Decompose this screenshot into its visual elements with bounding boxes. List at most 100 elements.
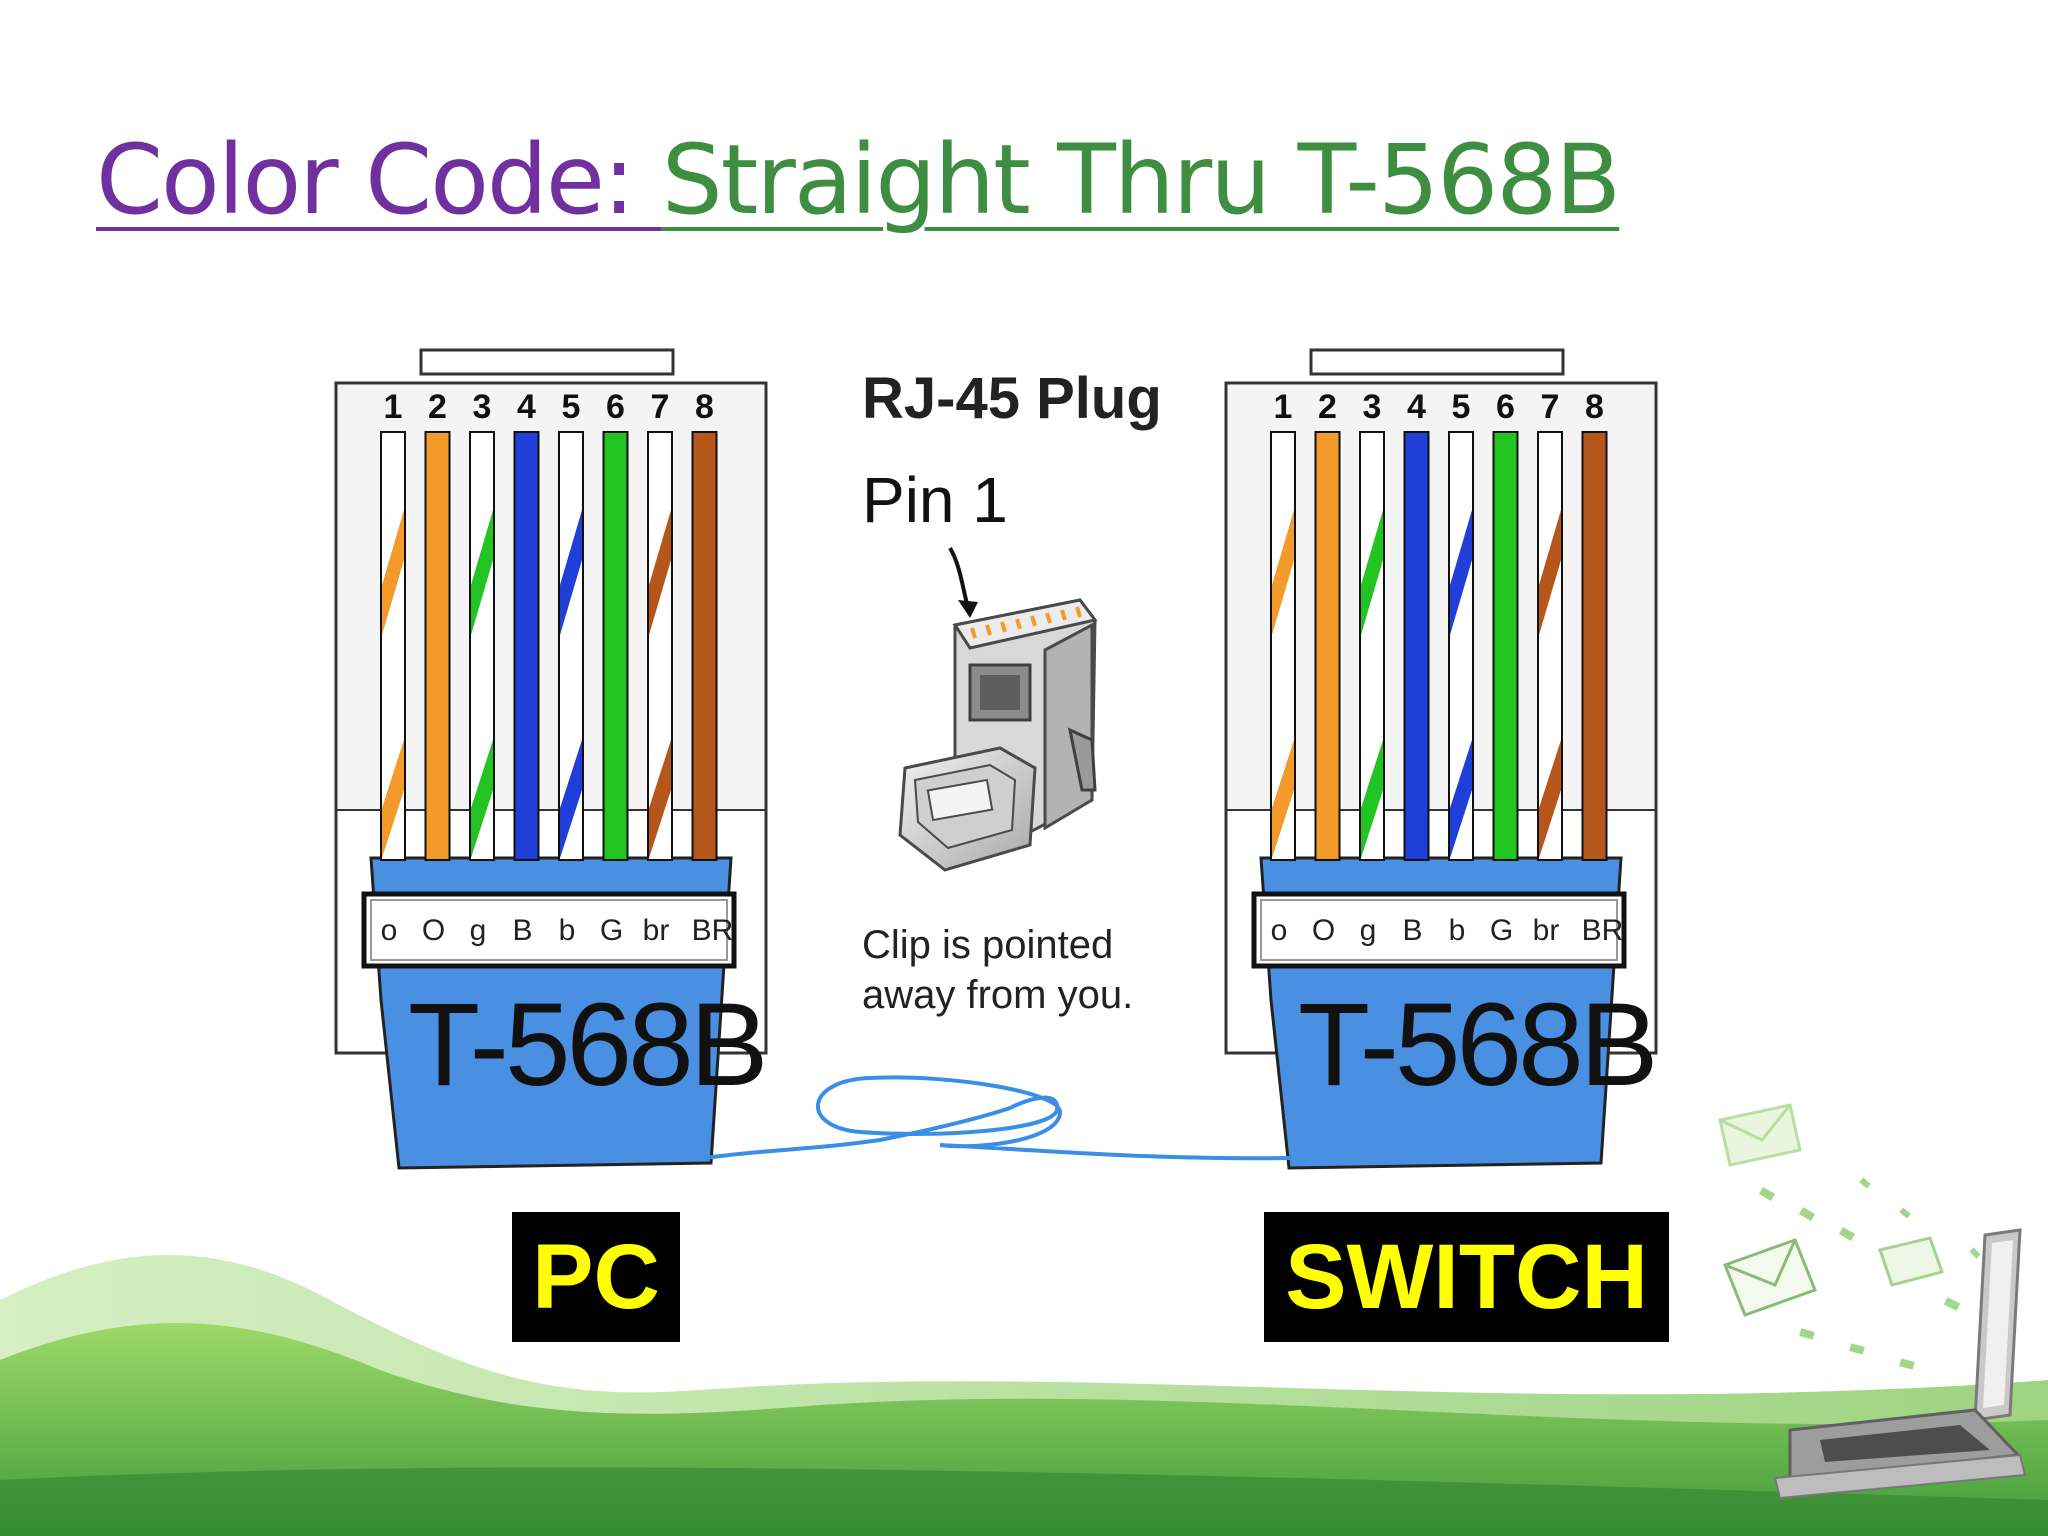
pin-number: 4: [1407, 388, 1426, 426]
wire-body: [602, 431, 629, 861]
wire-stripe: [649, 510, 671, 635]
wire-body: [1492, 431, 1519, 861]
wire-5: 5: [558, 388, 584, 861]
wire-stripe: [560, 740, 582, 858]
pin-number: 3: [473, 388, 492, 426]
wire-4: 4: [513, 388, 540, 861]
standard-label: T-568B: [1298, 979, 1654, 1111]
pin-number: 3: [1363, 388, 1382, 426]
pin1-arrowhead: [958, 600, 978, 618]
wire-stripe: [560, 510, 582, 635]
pin-number: 7: [651, 388, 670, 426]
wire-code: br: [643, 914, 670, 947]
switch-label: SWITCH: [1264, 1212, 1669, 1342]
wire-stripe: [382, 740, 404, 858]
wire-stripe: [382, 510, 404, 635]
wire-code: g: [470, 914, 487, 947]
wire-body: [691, 431, 718, 861]
wire-code-strip-inner: [370, 899, 728, 961]
wire-code: o: [381, 914, 398, 947]
wire-code: G: [1490, 914, 1513, 947]
pc-label: PC: [512, 1212, 680, 1342]
background-wave: [0, 1255, 2048, 1536]
wire-7: 7: [1537, 388, 1563, 861]
wire-code: B: [1402, 914, 1422, 947]
wire-stripe: [1272, 740, 1294, 858]
pin-number: 5: [562, 388, 581, 426]
rj45-plug-illustration: RJ-45 Plug Pin 1 Clip is pointed away fr…: [862, 366, 1162, 1017]
wire-2: 2: [1314, 388, 1341, 861]
pin-number: 5: [1452, 388, 1471, 426]
laptop-icon: [1718, 1103, 2027, 1500]
wire-code: g: [1360, 914, 1377, 947]
wire-code: o: [1271, 914, 1288, 947]
wire-8: 8: [1581, 388, 1608, 861]
pin1-arrow: [948, 546, 970, 609]
wire-code: B: [512, 914, 532, 947]
wire-code: b: [559, 914, 576, 947]
cable-loop: [703, 1075, 1292, 1161]
wire-6: 6: [1492, 388, 1519, 861]
wire-stripe: [1539, 510, 1561, 635]
pin-number: 4: [517, 388, 536, 426]
wire-stripe: [471, 740, 493, 858]
wire-code-strip-inner: [1260, 899, 1618, 961]
wire-stripe: [1361, 740, 1383, 858]
wire-1: 1: [380, 388, 406, 861]
wire-code: BR: [1582, 914, 1624, 947]
wire-stripe: [1539, 740, 1561, 858]
patch-cable: [703, 1075, 1292, 1161]
wire-code: b: [1449, 914, 1466, 947]
wire-2: 2: [424, 388, 451, 861]
wire-5: 5: [1448, 388, 1474, 861]
plug-heading: RJ-45 Plug: [862, 366, 1162, 431]
wire-body: [1403, 431, 1430, 861]
plug-caption-line2: away from you.: [862, 973, 1133, 1017]
wire-code: G: [600, 914, 623, 947]
title-straight-thru: Straight Thru T-568B: [661, 124, 1621, 236]
wire-6: 6: [602, 388, 629, 861]
pin-number: 2: [428, 388, 447, 426]
standard-label: T-568B: [408, 979, 764, 1111]
wire-body: [1581, 431, 1608, 861]
pin1-label: Pin 1: [862, 464, 1008, 536]
slide-title: Color Code: Straight Thru T-568B: [96, 120, 1621, 240]
wire-1: 1: [1270, 388, 1296, 861]
rj45-plug-icon: [898, 598, 1098, 872]
wire-code: BR: [692, 914, 734, 947]
wire-code: O: [422, 914, 445, 947]
pin-number: 6: [1496, 388, 1515, 426]
pin-number: 1: [384, 388, 403, 426]
envelope-icon: [1718, 1103, 1802, 1167]
wire-code: O: [1312, 914, 1335, 947]
plug-caption-line1: Clip is pointed: [862, 923, 1113, 967]
pin-number: 8: [1585, 388, 1604, 426]
pin-number: 7: [1541, 388, 1560, 426]
wire-stripe: [649, 740, 671, 858]
pin-number: 8: [695, 388, 714, 426]
wire-3: 3: [1359, 388, 1385, 861]
wire-body: [513, 431, 540, 861]
wire-stripe: [1361, 510, 1383, 635]
connector-latch: [419, 348, 675, 376]
connector-latch: [1309, 348, 1565, 376]
envelope-icon: [1878, 1236, 1944, 1287]
title-color-code: Color Code:: [96, 124, 662, 236]
wire-body: [1314, 431, 1341, 861]
envelope-icon: [1723, 1238, 1817, 1317]
pin-number: 1: [1274, 388, 1293, 426]
wire-stripe: [471, 510, 493, 635]
wire-stripe: [1450, 740, 1472, 858]
wire-body: [424, 431, 451, 861]
pin-number: 6: [606, 388, 625, 426]
wire-3: 3: [469, 388, 495, 861]
wire-code: br: [1533, 914, 1560, 947]
wire-stripe: [1272, 510, 1294, 635]
wire-7: 7: [647, 388, 673, 861]
pin-number: 2: [1318, 388, 1337, 426]
wire-4: 4: [1403, 388, 1430, 861]
